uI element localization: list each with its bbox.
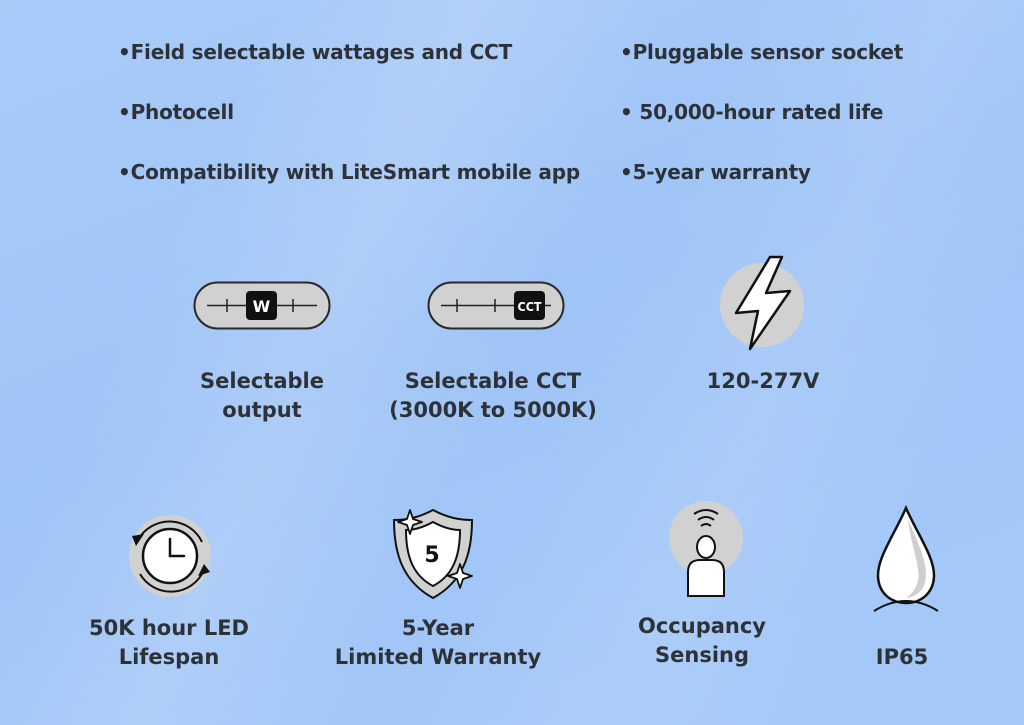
feature-item: Pluggable sensor socket <box>620 40 904 64</box>
label-line: (3000K to 5000K) <box>389 398 597 422</box>
feature-item: 5-year warranty <box>620 160 811 184</box>
selectable-cct-label: Selectable CCT (3000K to 5000K) <box>389 367 597 425</box>
voltage-label: 120-277V <box>707 367 820 396</box>
label-line: Occupancy <box>638 614 766 638</box>
feature-item: Field selectable wattages and CCT <box>118 40 513 64</box>
ip65-label: IP65 <box>876 643 928 672</box>
warranty-label: 5-Year Limited Warranty <box>335 614 541 672</box>
label-line: 120-277V <box>706 369 820 393</box>
occupancy-sensor-icon <box>669 501 743 597</box>
label-line: Sensing <box>655 643 749 667</box>
cct-slider-icon: CCT <box>427 281 565 330</box>
label-line: 5-Year <box>401 616 475 640</box>
label-line: Limited Warranty <box>334 645 542 669</box>
wattage-knob-label: W <box>253 297 271 316</box>
clock-cycle-icon <box>129 515 211 597</box>
label-line: Selectable <box>200 369 324 393</box>
shield-warranty-icon: 5 <box>392 508 474 600</box>
feature-item: 50,000-hour rated life <box>620 100 883 124</box>
label-line: 50K hour LED <box>89 616 249 640</box>
lightning-bolt-icon <box>720 255 804 351</box>
feature-item: Photocell <box>118 100 234 124</box>
warranty-badge-number: 5 <box>424 543 439 568</box>
label-line: IP65 <box>875 645 929 669</box>
water-drop-icon <box>873 505 939 612</box>
feature-item: Compatibility with LiteSmart mobile app <box>118 160 581 184</box>
label-line: Lifespan <box>118 645 220 669</box>
lifespan-label: 50K hour LED Lifespan <box>89 614 249 672</box>
selectable-output-label: Selectable output <box>200 367 324 425</box>
wattage-slider-icon: W <box>193 281 331 330</box>
label-line: Selectable CCT <box>404 369 582 393</box>
label-line: output <box>222 398 302 422</box>
cct-knob-label: CCT <box>518 300 543 314</box>
occupancy-label: Occupancy Sensing <box>638 612 766 670</box>
